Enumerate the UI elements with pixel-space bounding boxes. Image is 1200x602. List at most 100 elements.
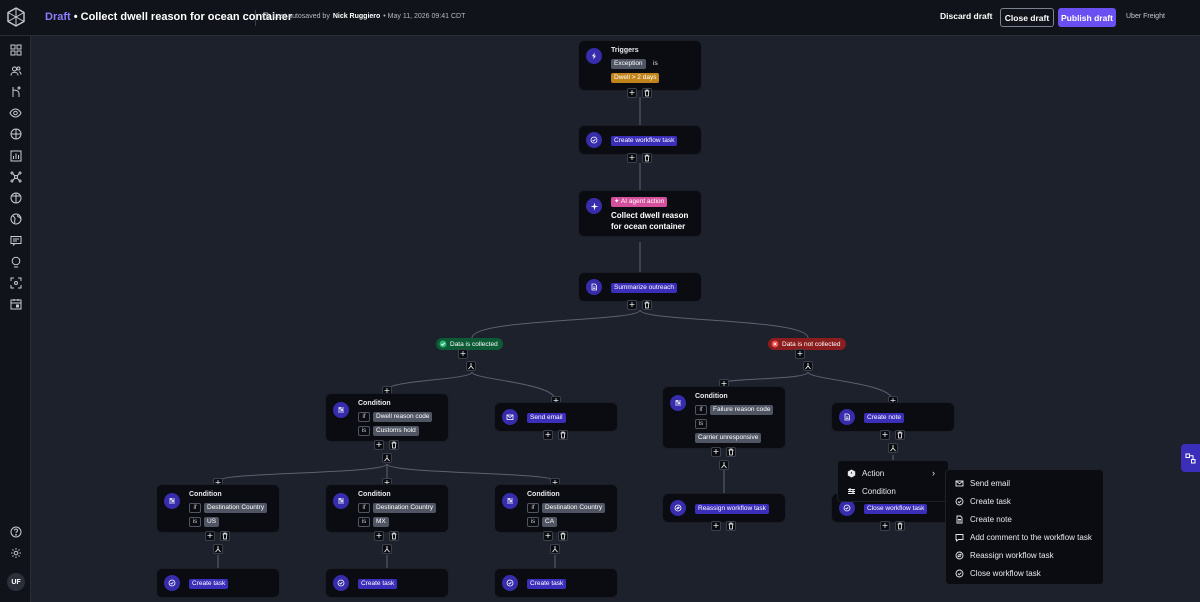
add-step-button[interactable]: +	[880, 430, 890, 440]
is-keyword: is	[695, 419, 707, 429]
app-logo-icon[interactable]	[6, 7, 26, 27]
calendar-icon[interactable]	[8, 296, 23, 311]
bolt-icon	[586, 48, 602, 64]
condition-field[interactable]: Dwell reason code	[373, 412, 433, 422]
branch-data-not-collected[interactable]: Data is not collected	[768, 338, 846, 350]
delete-step-icon[interactable]	[726, 447, 736, 457]
condition-value[interactable]: Carrier unresponsive	[695, 433, 762, 443]
publish-draft-button[interactable]: Publish draft	[1058, 8, 1116, 27]
condition-value[interactable]: MX	[373, 517, 389, 527]
condition-node-ca[interactable]: Condition if Destination Country is CA	[494, 484, 618, 533]
delete-step-icon[interactable]	[642, 153, 652, 163]
add-step-button[interactable]: +	[205, 531, 215, 541]
condition-node-mx[interactable]: Condition if Destination Country is MX	[325, 484, 449, 533]
dashboard-icon[interactable]	[8, 42, 23, 57]
condition-field[interactable]: Destination Country	[542, 503, 606, 513]
add-step-button[interactable]: +	[458, 349, 468, 359]
submenu-reassign-task[interactable]: Reassign workflow task	[946, 546, 1054, 564]
add-step-button[interactable]: +	[711, 447, 721, 457]
add-step-button[interactable]: +	[627, 88, 637, 98]
split-branch-icon[interactable]	[382, 453, 392, 463]
delete-step-icon[interactable]	[220, 531, 230, 541]
side-panel-toggle[interactable]	[1181, 444, 1200, 472]
eye-icon[interactable]	[8, 105, 23, 120]
condition-field[interactable]: Destination Country	[373, 503, 437, 513]
menu-item-condition[interactable]: Condition	[838, 482, 948, 500]
add-step-button[interactable]: +	[795, 349, 805, 359]
condition-field[interactable]: Failure reason code	[710, 405, 774, 415]
help-icon[interactable]	[8, 524, 23, 539]
trigger-field[interactable]: Exception	[611, 59, 646, 69]
settings-icon[interactable]	[8, 545, 23, 560]
scan-icon[interactable]	[8, 275, 23, 290]
add-step-button[interactable]: +	[374, 531, 384, 541]
delete-step-icon[interactable]	[895, 430, 905, 440]
message-icon[interactable]	[8, 233, 23, 248]
condition-value[interactable]: Customs hold	[373, 426, 419, 436]
condition-icon	[333, 402, 349, 418]
send-email-node[interactable]: Send email	[494, 402, 618, 432]
split-branch-icon[interactable]	[550, 544, 560, 554]
reassign-workflow-task-node[interactable]: Reassign workflow task	[662, 493, 786, 523]
submenu-create-task[interactable]: Create task	[946, 492, 1011, 510]
add-step-button[interactable]: +	[543, 531, 553, 541]
split-branch-icon[interactable]	[213, 544, 223, 554]
delete-step-icon[interactable]	[558, 430, 568, 440]
create-task-node-ca[interactable]: Create task	[494, 568, 618, 598]
menu-item-action[interactable]: Action ›	[838, 464, 948, 482]
condition-node-us[interactable]: Condition if Destination Country is US	[156, 484, 280, 533]
create-task-node-us[interactable]: Create task	[156, 568, 280, 598]
add-step-button[interactable]: +	[880, 521, 890, 531]
condition-value[interactable]: US	[204, 517, 220, 527]
globe-alt-icon[interactable]	[8, 190, 23, 205]
delete-step-icon[interactable]	[726, 521, 736, 531]
delete-step-icon[interactable]	[389, 440, 399, 450]
delete-step-icon[interactable]	[558, 531, 568, 541]
reassign-icon	[955, 551, 964, 559]
avatar[interactable]: UF	[7, 573, 25, 591]
location-icon[interactable]	[8, 254, 23, 269]
condition-icon	[670, 395, 686, 411]
split-branch-icon[interactable]	[888, 443, 898, 453]
users-icon[interactable]	[8, 63, 23, 78]
add-step-button[interactable]: +	[627, 300, 637, 310]
split-branch-icon[interactable]	[382, 544, 392, 554]
chevron-right-icon: ›	[932, 468, 935, 478]
ai-agent-action-node[interactable]: ✦ AI agent action Collect dwell reason f…	[578, 190, 702, 237]
add-step-button[interactable]: +	[711, 521, 721, 531]
condition-field[interactable]: Destination Country	[204, 503, 268, 513]
add-step-button[interactable]: +	[543, 430, 553, 440]
submenu-close-task[interactable]: Close workflow task	[946, 564, 1041, 582]
submenu-send-email[interactable]: Send email	[946, 474, 1010, 492]
branch-data-collected[interactable]: Data is collected	[436, 338, 503, 350]
delete-step-icon[interactable]	[642, 88, 652, 98]
world-icon[interactable]	[8, 211, 23, 226]
summarize-outreach-node[interactable]: Summarize outreach	[578, 272, 702, 302]
split-branch-icon[interactable]	[719, 460, 729, 470]
delete-step-icon[interactable]	[895, 521, 905, 531]
close-draft-button[interactable]: Close draft	[1000, 8, 1054, 27]
condition-node-failure[interactable]: Condition if Failure reason code is Carr…	[662, 386, 786, 449]
delete-step-icon[interactable]	[642, 300, 652, 310]
trigger-node[interactable]: Triggers Exception is Dwell > 2 days	[578, 40, 702, 91]
trigger-value[interactable]: Dwell > 2 days	[611, 73, 660, 83]
if-keyword: if	[358, 412, 370, 422]
discard-draft-button[interactable]: Discard draft	[940, 11, 993, 21]
split-branch-icon[interactable]	[803, 361, 813, 371]
submenu-add-comment[interactable]: Add comment to the workflow task	[946, 528, 1092, 546]
organization-name[interactable]: Uber Freight	[1126, 13, 1165, 20]
chart-icon[interactable]	[8, 148, 23, 163]
network-icon[interactable]	[8, 169, 23, 184]
add-step-button[interactable]: +	[374, 440, 384, 450]
create-task-node-mx[interactable]: Create task	[325, 568, 449, 598]
routes-icon[interactable]	[8, 84, 23, 99]
submenu-create-note[interactable]: Create note	[946, 510, 1012, 528]
split-branch-icon[interactable]	[466, 361, 476, 371]
create-workflow-task-node[interactable]: Create workflow task	[578, 125, 702, 155]
globe-icon[interactable]	[8, 126, 23, 141]
add-step-button[interactable]: +	[627, 153, 637, 163]
condition-value[interactable]: CA	[542, 517, 558, 527]
create-note-node[interactable]: Create note	[831, 402, 955, 432]
condition-node[interactable]: Condition if Dwell reason code is Custom…	[325, 393, 449, 442]
delete-step-icon[interactable]	[389, 531, 399, 541]
